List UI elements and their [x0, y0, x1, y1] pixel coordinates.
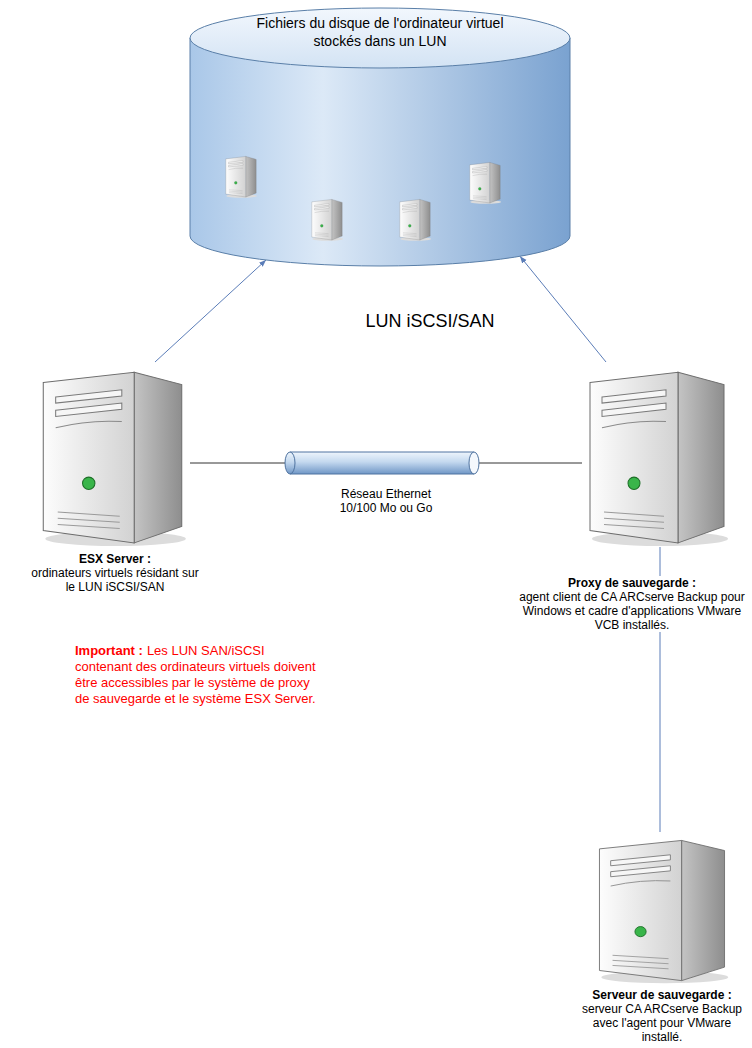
- lun-storage-cylinder: Fichiers du disque de l'ordinateur virtu…: [188, 4, 572, 268]
- virtual-machine-icon: [400, 199, 431, 240]
- server-icon: [35, 362, 190, 547]
- server-icon: [592, 832, 732, 984]
- virtual-machine-icon: [470, 162, 501, 203]
- server-description: ordinateurs virtuels résidant sur le LUN…: [30, 566, 200, 594]
- virtual-machine-icon: [226, 156, 257, 197]
- server-description: serveur CA ARCserve Backup avec l'agent …: [578, 1002, 746, 1044]
- storage-name: LUN iSCSI/SAN: [330, 310, 530, 332]
- server-icon: [582, 362, 732, 547]
- important-note: Important :Les LUN SAN/iSCSI contenant d…: [75, 643, 320, 707]
- server-tower: [590, 372, 728, 546]
- esx-server: ESX Server :ordinateurs virtuels résidan…: [35, 362, 190, 547]
- cylinder-top: [190, 8, 570, 68]
- pipe-end: [469, 452, 479, 474]
- note-heading: Important :: [75, 643, 143, 658]
- server-tower: [43, 372, 186, 546]
- access-arrow: [155, 260, 266, 362]
- server-title: Serveur de sauvegarde :: [578, 988, 746, 1002]
- ethernet-pipe: [285, 452, 479, 474]
- pipe-body: [290, 452, 474, 474]
- server-title: Proxy de sauvegarde :: [518, 576, 746, 590]
- server-caption: Proxy de sauvegarde :agent client de CA …: [518, 576, 746, 632]
- access-arrow: [520, 256, 606, 362]
- pipe-outline: [290, 452, 474, 474]
- backup-proxy-server: Proxy de sauvegarde :agent client de CA …: [582, 362, 732, 547]
- pipe-end: [285, 452, 295, 474]
- storage-description: Fichiers du disque de l'ordinateur virtu…: [250, 14, 510, 50]
- server-caption: Serveur de sauvegarde :serveur CA ARCser…: [578, 988, 746, 1044]
- server-description: agent client de CA ARCserve Backup pour …: [518, 590, 746, 632]
- backup-server: Serveur de sauvegarde :serveur CA ARCser…: [592, 832, 732, 984]
- virtual-machine-icon: [312, 199, 343, 240]
- cylinder-body: [190, 38, 570, 266]
- server-caption: ESX Server :ordinateurs virtuels résidan…: [30, 552, 200, 594]
- server-title: ESX Server :: [30, 552, 200, 566]
- server-tower: [599, 840, 728, 983]
- network-label: Réseau Ethernet 10/100 Mo ou Go: [331, 487, 441, 515]
